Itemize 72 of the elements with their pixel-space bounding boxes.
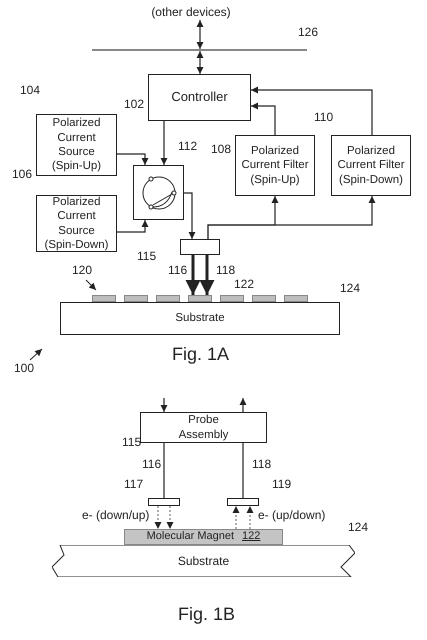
connector-arrow — [251, 86, 373, 135]
reference-number: 112 — [178, 140, 198, 152]
controller-box — [148, 74, 251, 121]
label-text: 118 — [216, 264, 236, 276]
magnet-pad — [252, 295, 276, 302]
reference-number: 102 — [124, 98, 144, 110]
magnet-pad — [124, 295, 148, 302]
label-text: 120 — [72, 264, 92, 276]
filter-box — [331, 135, 411, 196]
connector-arrow — [207, 196, 376, 239]
connector-arrow — [166, 506, 174, 529]
magnet-pad — [220, 295, 244, 302]
connector-arrow — [196, 20, 204, 49]
probe-tip — [148, 498, 180, 506]
filter-box — [235, 135, 315, 196]
label-text: 106 — [12, 168, 32, 180]
node-text: Polarized Current Filter (Spin-Down) — [336, 144, 406, 188]
figure-caption: Fig. 1A — [172, 345, 230, 363]
connector-arrow — [160, 398, 168, 412]
connector-arrow — [200, 255, 214, 295]
node-text: Polarized Current Filter (Spin-Up) — [240, 144, 310, 188]
probe-box — [180, 239, 220, 255]
reference-number: 115 — [122, 436, 142, 448]
magnet-pad — [188, 295, 212, 302]
magnet-pad — [156, 295, 180, 302]
source-box — [36, 114, 117, 176]
label-text: e- (up/down) — [258, 509, 326, 521]
probe-tip — [227, 498, 259, 506]
reference-number: 117 — [124, 478, 144, 490]
molecular-magnet-block — [124, 529, 283, 545]
reference-number: 122 — [241, 530, 262, 544]
node-text: Substrate — [176, 554, 230, 568]
magnet-pad — [284, 295, 308, 302]
reference-number: 115 — [137, 250, 156, 262]
probe-assembly-box — [140, 412, 267, 443]
reference-number: 124 — [340, 282, 360, 294]
reference-number: 126 — [298, 26, 318, 38]
connector-arrow — [232, 506, 240, 529]
label-text: 116 — [142, 458, 162, 470]
reference-number: 108 — [211, 143, 232, 155]
node-text: Controller — [170, 89, 229, 106]
label-text: 122 — [234, 278, 254, 290]
label-text: e- (down/up) — [82, 509, 150, 521]
connector-arrow — [160, 121, 168, 165]
reference-number: 119 — [272, 478, 292, 490]
label-text: 118 — [252, 458, 272, 470]
connector-arrow — [251, 102, 276, 135]
reference-number: 110 — [314, 111, 334, 123]
reference-number: 104 — [20, 84, 40, 96]
connector-arrow — [240, 398, 246, 412]
reference-number: 124 — [348, 521, 368, 533]
label-text: 100 — [14, 362, 34, 374]
figure-caption: Fig. 1B — [178, 605, 236, 623]
connector-arrow — [184, 192, 196, 239]
connector-arrow — [246, 506, 254, 529]
connector-arrow — [154, 506, 162, 529]
node-text: Polarized Current Source (Spin-Up) — [50, 116, 102, 174]
connector-arrow — [186, 255, 200, 295]
node-text: Substrate — [174, 311, 226, 326]
magnet-pad — [92, 295, 116, 302]
node-text: Molecular Magnet — [146, 530, 236, 544]
connector-arrow — [196, 51, 204, 74]
connector-arrow — [117, 220, 148, 233]
source-box — [36, 195, 117, 252]
switch-box — [133, 165, 184, 220]
substrate-block — [60, 302, 340, 335]
node-text: (other devices) — [150, 5, 232, 20]
connector-arrow — [117, 153, 148, 165]
label-text: 116 — [168, 264, 188, 276]
node-text: Polarized Current Source (Spin-Down) — [44, 194, 110, 252]
node-text: Probe Assembly — [178, 413, 230, 442]
bus-line — [92, 49, 307, 51]
